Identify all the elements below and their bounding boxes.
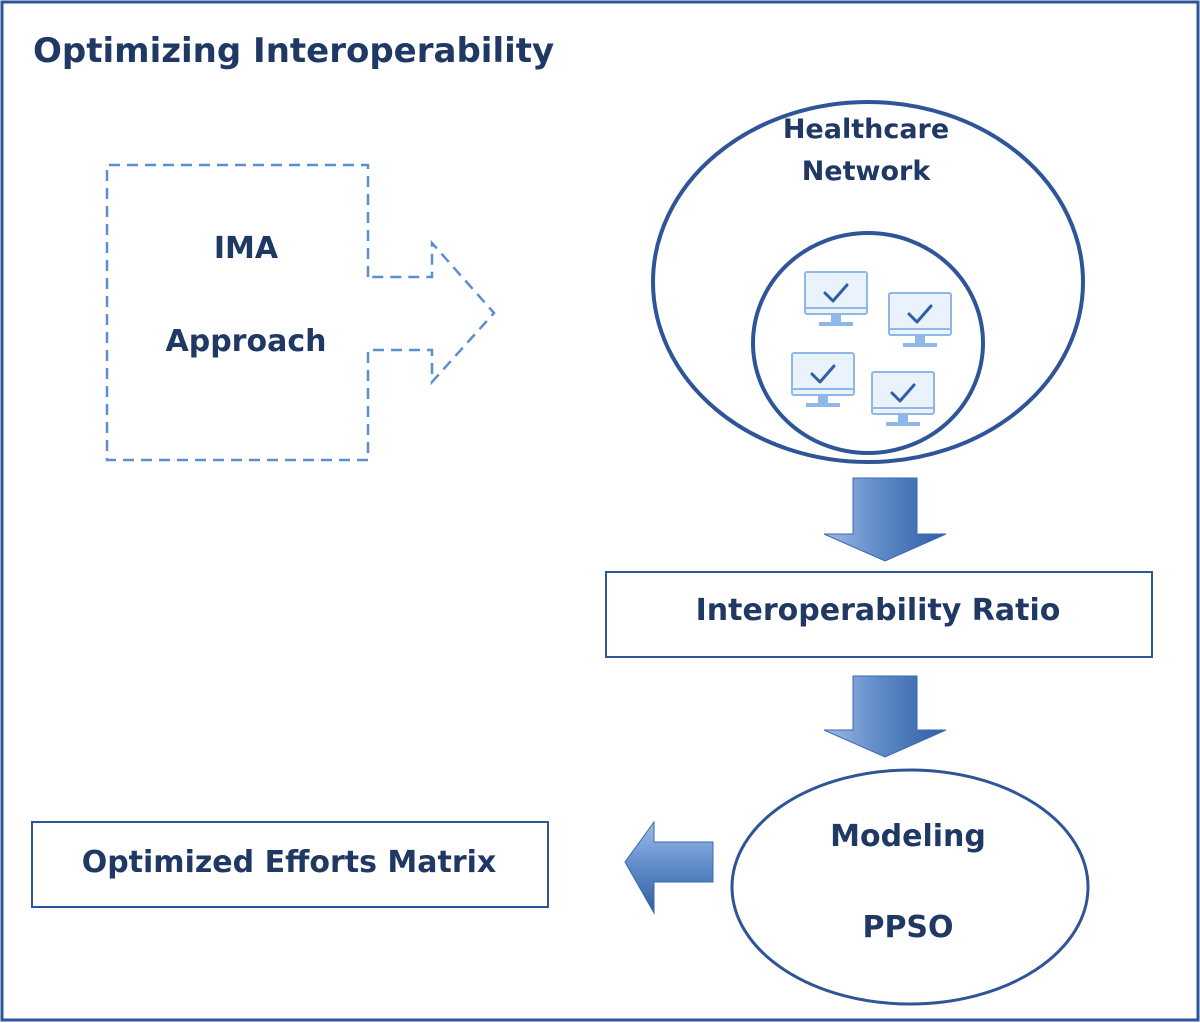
network-label: Network bbox=[802, 156, 932, 187]
modeling-ppso-ellipse bbox=[730, 768, 1090, 1006]
ppso-label: PPSO bbox=[862, 910, 953, 945]
healthcare-label: Healthcare bbox=[783, 114, 949, 145]
ima-approach-box bbox=[105, 163, 496, 462]
modeling-label: Modeling bbox=[830, 819, 986, 854]
left-arrow-icon bbox=[624, 820, 714, 915]
healthcare-network-circle bbox=[651, 100, 1085, 464]
ima-label: IMA bbox=[214, 231, 279, 266]
down-arrow-icon bbox=[823, 477, 947, 562]
interoperability-ratio-box bbox=[605, 571, 1153, 658]
interoperability-ratio-label: Interoperability Ratio bbox=[696, 593, 1061, 628]
down-arrow-icon bbox=[823, 675, 947, 758]
diagram-title: Optimizing Interoperability bbox=[33, 31, 554, 71]
network-inner-circle bbox=[751, 231, 985, 455]
approach-label: Approach bbox=[166, 324, 327, 359]
optimized-efforts-matrix-box bbox=[31, 821, 549, 908]
optimized-efforts-matrix-label: Optimized Efforts Matrix bbox=[82, 845, 497, 880]
